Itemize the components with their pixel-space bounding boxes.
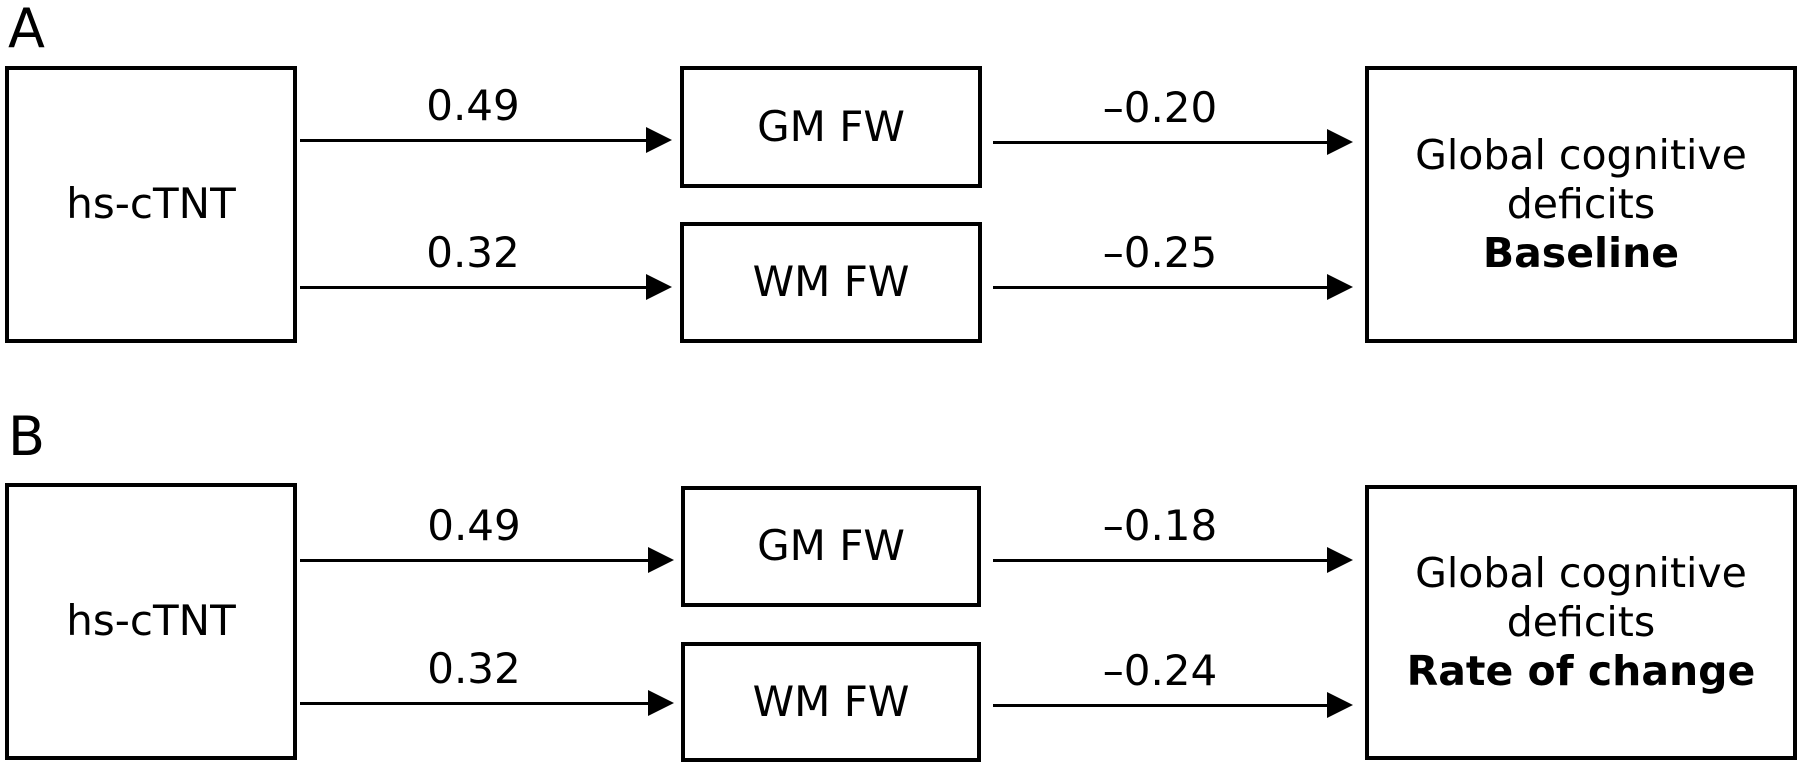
path-arrow-wm-to-outcome: –0.24: [993, 646, 1353, 719]
path-coefficient: 0.32: [426, 227, 520, 277]
panel-a-mediator-gm-box: GM FW: [680, 66, 982, 188]
mediator-wm-label: WM FW: [752, 676, 910, 726]
path-arrow-gm-to-outcome: –0.18: [993, 501, 1353, 574]
arrowhead-icon: [1327, 692, 1353, 718]
arrow-shaft: [300, 138, 648, 142]
path-coefficient: –0.25: [1102, 227, 1218, 277]
arrow-shaft: [993, 558, 1329, 562]
arrow-shaft: [300, 285, 648, 289]
arrow-shaft: [993, 285, 1329, 289]
path-coefficient: 0.32: [427, 643, 521, 693]
outcome-emphasis: Baseline: [1482, 229, 1680, 278]
arrowhead-icon: [1327, 274, 1353, 300]
mediator-wm-label: WM FW: [752, 257, 910, 307]
outcome-emphasis: Rate of change: [1406, 647, 1756, 696]
outcome-line-2: deficits: [1506, 597, 1656, 646]
path-coefficient: 0.49: [426, 80, 520, 130]
panel-a-predictor-box: hs-cTNT: [5, 66, 297, 343]
panel-a-outcome-box: Global cognitive deficits Baseline: [1365, 66, 1797, 343]
arrowhead-icon: [1327, 547, 1353, 573]
predictor-label: hs-cTNT: [66, 179, 236, 229]
path-arrow-predictor-to-gm: 0.49: [300, 501, 674, 574]
arrowhead-icon: [646, 274, 672, 300]
path-coefficient: –0.18: [1102, 500, 1218, 550]
arrow-shaft: [300, 558, 650, 562]
arrow-shaft: [300, 701, 650, 705]
outcome-line-1: Global cognitive: [1415, 548, 1747, 597]
arrowhead-icon: [648, 690, 674, 716]
arrowhead-icon: [646, 127, 672, 153]
panel-b-outcome-box: Global cognitive deficits Rate of change: [1365, 485, 1797, 760]
panel-b-mediator-wm-box: WM FW: [681, 642, 981, 762]
panel-b-mediator-gm-box: GM FW: [681, 486, 981, 607]
arrowhead-icon: [1327, 129, 1353, 155]
arrow-shaft: [993, 140, 1329, 144]
path-coefficient: 0.49: [427, 500, 521, 550]
path-coefficient: –0.20: [1102, 82, 1218, 132]
path-arrow-wm-to-outcome: –0.25: [993, 228, 1353, 301]
path-coefficient: –0.24: [1102, 645, 1218, 695]
arrowhead-icon: [648, 547, 674, 573]
mediator-gm-label: GM FW: [757, 521, 905, 571]
mediator-gm-label: GM FW: [757, 101, 905, 151]
outcome-line-1: Global cognitive: [1415, 130, 1747, 179]
outcome-line-2: deficits: [1506, 179, 1656, 228]
panel-b-label: B: [8, 405, 46, 468]
path-arrow-predictor-to-wm: 0.32: [300, 228, 672, 301]
panel-a-label: A: [8, 0, 45, 60]
panel-a-mediator-wm-box: WM FW: [680, 222, 982, 343]
path-arrow-predictor-to-wm: 0.32: [300, 644, 674, 717]
arrow-shaft: [993, 703, 1329, 707]
path-arrow-gm-to-outcome: –0.20: [993, 83, 1353, 156]
path-arrow-predictor-to-gm: 0.49: [300, 81, 672, 154]
panel-b-predictor-box: hs-cTNT: [5, 483, 297, 760]
predictor-label: hs-cTNT: [66, 596, 236, 646]
